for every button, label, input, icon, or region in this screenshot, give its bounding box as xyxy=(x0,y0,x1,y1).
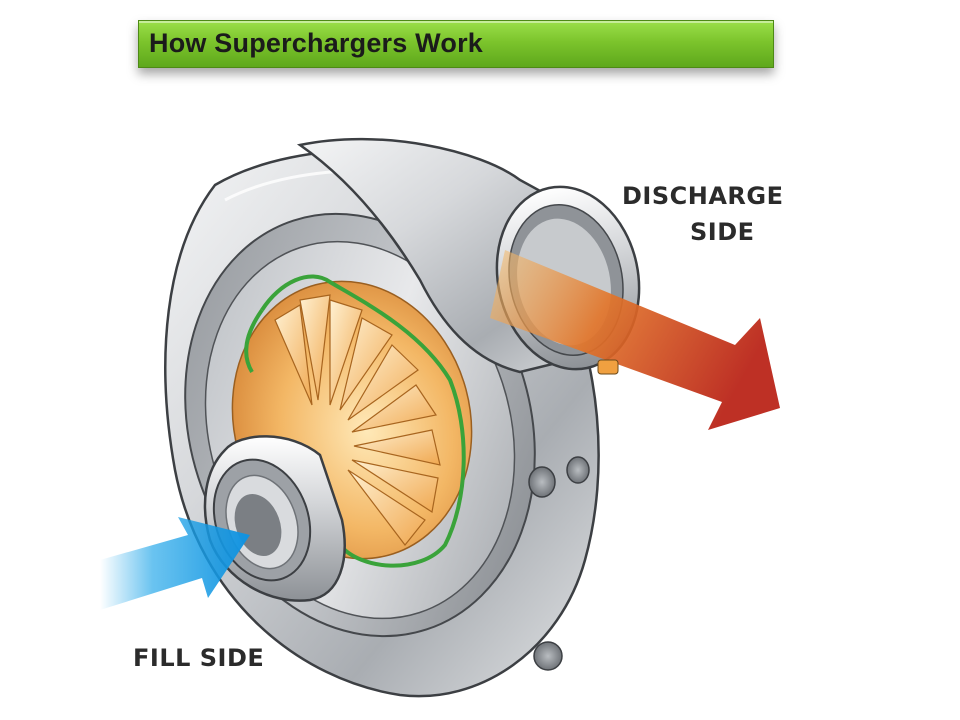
side-fitting xyxy=(597,359,619,375)
discharge-arrow xyxy=(490,250,780,430)
discharge-side-label: DISCHARGE SIDE xyxy=(622,178,783,250)
title-banner: How Superchargers Work xyxy=(138,20,774,68)
bolt-holes xyxy=(528,456,590,671)
diagram-title: How Superchargers Work xyxy=(149,28,483,58)
discharge-label-line1: DISCHARGE xyxy=(622,182,784,210)
intake-arrow xyxy=(100,517,250,610)
discharge-label-line2: SIDE xyxy=(690,218,755,246)
fill-side-label: FILL SIDE xyxy=(133,644,265,672)
